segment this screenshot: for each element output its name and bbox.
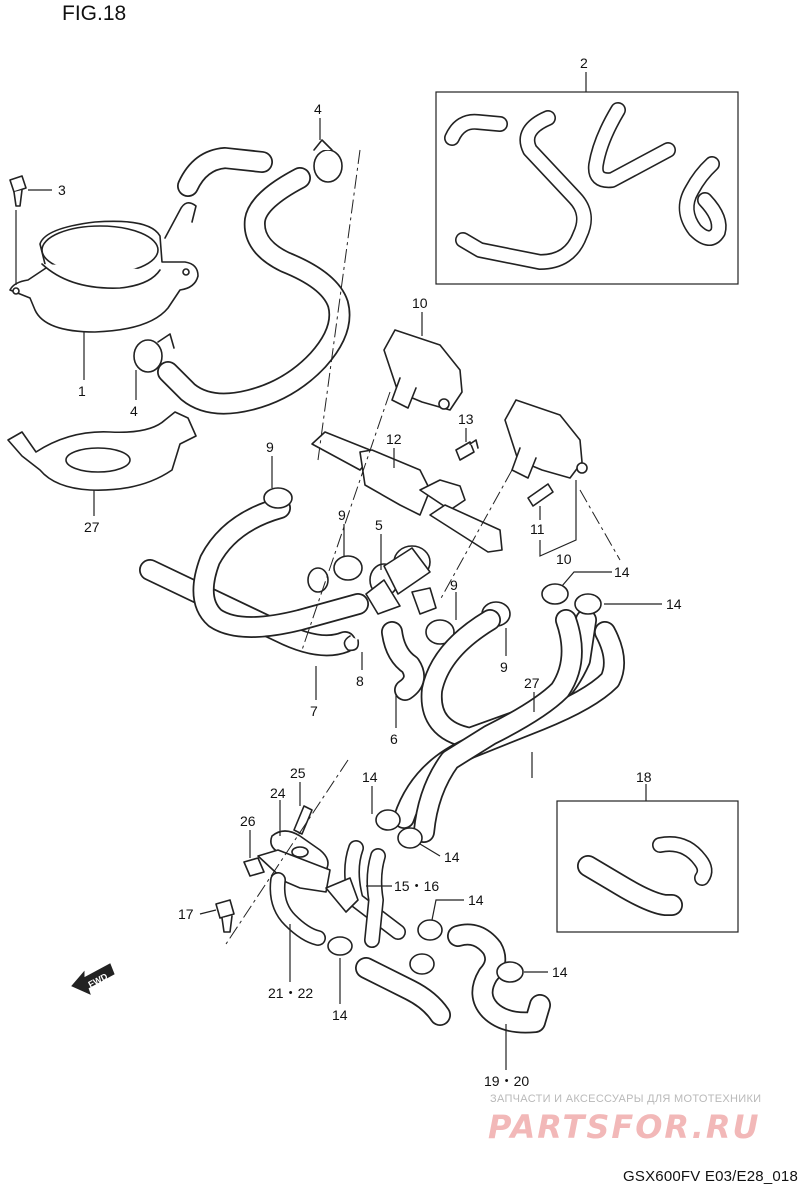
hose-clamp-4-upper[interactable] bbox=[313, 139, 343, 183]
alignment-line-1 bbox=[317, 149, 361, 461]
kit-box-18 bbox=[556, 800, 739, 933]
callout-14-f: 14 bbox=[332, 1007, 348, 1023]
screw-11[interactable] bbox=[527, 483, 554, 507]
pipe-15-16[interactable] bbox=[325, 840, 406, 948]
callout-12: 12 bbox=[386, 431, 402, 447]
reed-valve-10-upper[interactable] bbox=[383, 329, 463, 411]
hose-clamp-14-d[interactable] bbox=[397, 827, 423, 849]
hose-clamp-14-f[interactable] bbox=[409, 919, 443, 975]
leader-10b bbox=[539, 480, 577, 557]
callout-11: 11 bbox=[530, 521, 545, 537]
bolt-17[interactable] bbox=[215, 899, 235, 933]
clip-8[interactable] bbox=[343, 635, 360, 652]
hose-set-18[interactable] bbox=[577, 836, 713, 916]
callout-19-20: 19・20 bbox=[484, 1073, 529, 1089]
kit-box-2 bbox=[435, 91, 739, 285]
leader-14d bbox=[419, 843, 441, 857]
watermark-tagline: ЗАПЧАСТИ И АКСЕССУАРЫ ДЛЯ МОТОТЕХНИКИ bbox=[490, 1093, 762, 1105]
model-code-label: GSX600FV E03/E28_018 bbox=[623, 1168, 798, 1185]
callout-9-c: 9 bbox=[450, 577, 458, 593]
callout-5: 5 bbox=[375, 517, 383, 533]
callout-4-upper: 4 bbox=[314, 101, 322, 117]
callout-21-22: 21・22 bbox=[268, 985, 313, 1001]
callout-13: 13 bbox=[458, 411, 474, 427]
leader-14a bbox=[561, 571, 612, 587]
callout-14-c: 14 bbox=[362, 769, 378, 785]
bracket-26[interactable] bbox=[7, 411, 197, 491]
screw-13[interactable] bbox=[455, 439, 479, 461]
hose-27[interactable] bbox=[393, 609, 625, 843]
pair-control-valve-5[interactable] bbox=[365, 545, 437, 615]
hose-clamp-14-e[interactable] bbox=[327, 936, 353, 956]
stud-24[interactable] bbox=[293, 805, 313, 835]
hose-clamp-14-g[interactable] bbox=[496, 961, 524, 983]
gasket-plate-12[interactable] bbox=[311, 431, 503, 553]
hose-clamp-9-c[interactable] bbox=[425, 619, 455, 645]
callout-18: 18 bbox=[636, 769, 652, 785]
callout-14-g: 14 bbox=[552, 964, 568, 980]
hose-clamp-14-b[interactable] bbox=[574, 593, 602, 615]
callout-25: 26 bbox=[240, 813, 256, 829]
alignment-line-4 bbox=[579, 489, 621, 561]
hose-clamp-14-a[interactable] bbox=[541, 583, 569, 605]
hose-clamp-9-a[interactable] bbox=[263, 487, 293, 509]
callout-9-d: 9 bbox=[500, 659, 508, 675]
alignment-line-5 bbox=[225, 759, 349, 945]
callout-9-b: 9 bbox=[338, 507, 346, 523]
hose-clamp-9-b[interactable] bbox=[307, 555, 363, 593]
callout-1: 1 bbox=[78, 383, 86, 399]
watermark-logo: PARTSFOR.RU bbox=[488, 1108, 761, 1146]
callout-9-a: 9 bbox=[266, 439, 274, 455]
hose-set-2[interactable] bbox=[444, 102, 727, 270]
callout-3: 3 bbox=[58, 182, 66, 198]
callout-27-upper: 27 bbox=[524, 675, 540, 691]
callout-14-d: 14 bbox=[444, 849, 460, 865]
callout-23: 24 bbox=[270, 785, 286, 801]
hose-clamp-14-c[interactable] bbox=[375, 809, 401, 831]
callout-8: 8 bbox=[356, 673, 364, 689]
alignment-line-2 bbox=[301, 391, 391, 651]
callout-14-e: 14 bbox=[468, 892, 484, 908]
forward-direction-arrow: FWD bbox=[71, 963, 115, 995]
hose-clamp-4-lower[interactable] bbox=[133, 333, 175, 373]
callout-4-lower: 4 bbox=[130, 403, 138, 419]
callout-24: 25 bbox=[290, 765, 306, 781]
figure-title: FIG.18 bbox=[62, 2, 127, 25]
hose-19-20[interactable] bbox=[447, 923, 551, 1034]
callout-10-upper: 10 bbox=[412, 295, 428, 311]
hose-9-left[interactable] bbox=[192, 497, 369, 638]
reed-valve-10-lower[interactable] bbox=[504, 399, 588, 479]
callout-2: 2 bbox=[580, 55, 588, 71]
callout-17: 17 bbox=[178, 906, 194, 922]
callout-14-a: 14 bbox=[614, 564, 630, 580]
pipe-21-22[interactable] bbox=[257, 849, 331, 946]
callout-14-b: 14 bbox=[666, 596, 682, 612]
callout-10-lower: 10 bbox=[556, 551, 572, 567]
callout-6: 6 bbox=[390, 731, 398, 747]
hose-6[interactable] bbox=[381, 621, 425, 701]
callout-15-16: 15・16 bbox=[394, 878, 439, 894]
bolt-3[interactable] bbox=[9, 175, 27, 207]
callout-7: 7 bbox=[310, 703, 318, 719]
leader-17 bbox=[199, 909, 217, 915]
pair-valve-housing-1[interactable] bbox=[9, 202, 199, 333]
nut-25[interactable] bbox=[243, 857, 265, 877]
callout-26: 27 bbox=[84, 519, 100, 535]
hose-bottom-center[interactable] bbox=[355, 957, 451, 1026]
leader-14e bbox=[431, 899, 464, 921]
